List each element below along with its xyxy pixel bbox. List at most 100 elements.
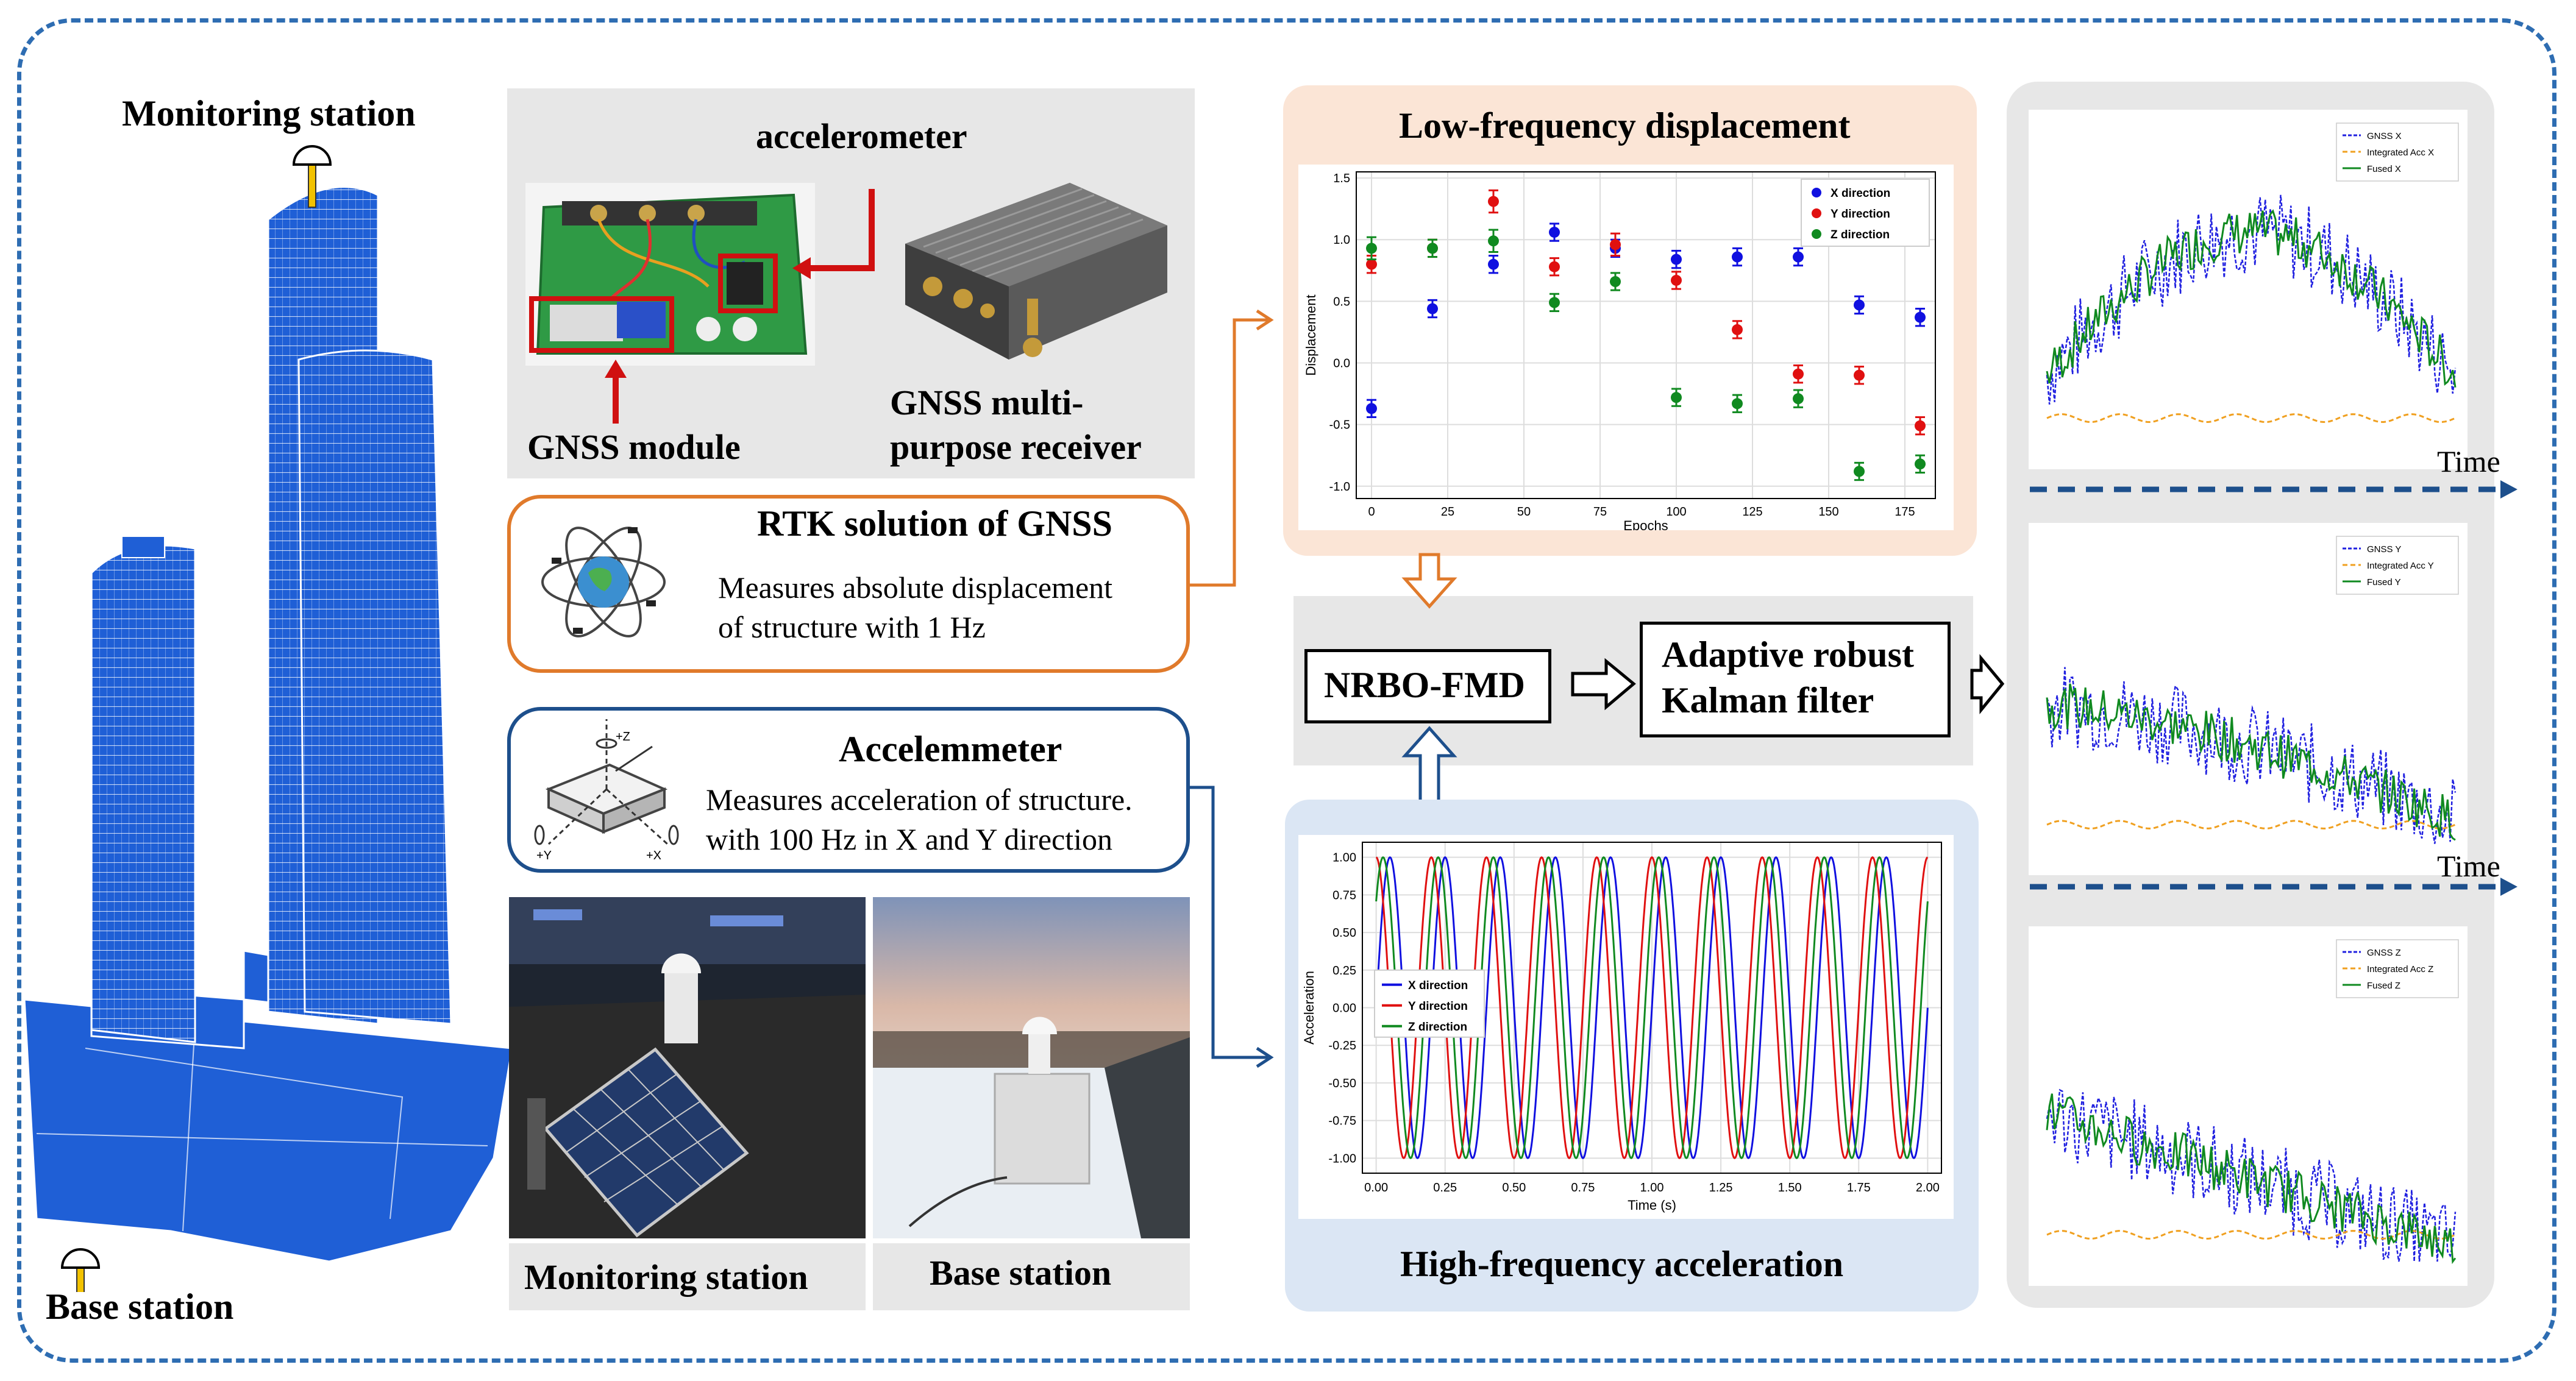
accelerometer-title: Accelemmeter [839,729,1062,769]
x-tick-label: 0.00 [1364,1181,1388,1195]
fused-x-plot-svg: GNSS X Integrated Acc X Fused X [2046,122,2459,424]
y-tick-label: -0.25 [1328,1039,1356,1053]
base-station-label: Base station [46,1287,234,1327]
plot-frame [1362,842,1942,1174]
legend-box [1801,179,1930,247]
y-tick-label: -0.75 [1328,1115,1356,1128]
y-tick-label: 0.50 [1332,926,1356,940]
data-point [1793,368,1804,380]
red-arrows [605,189,875,424]
data-point [1915,420,1926,431]
legend-entry: GNSS X [2367,131,2402,141]
data-point [1671,274,1682,286]
legend-entry: Y direction [1408,1000,1468,1013]
x-tick-label: 0.75 [1571,1181,1595,1195]
monitoring-station-photo [509,897,866,1238]
data-point [1732,398,1743,410]
x-axis-label: Time (s) [1628,1198,1676,1213]
legend-entry: X direction [1831,187,1890,200]
legend-entry: Integrated Acc Z [2367,964,2433,975]
x-axis-label: Epochs [1623,518,1668,530]
legend-entry: X direction [1408,979,1468,992]
data-point [1854,369,1865,381]
data-point [1915,458,1926,470]
kalman-filter-box [1640,622,1951,737]
time-label-1: Time [2437,444,2500,478]
data-point [1366,258,1377,270]
data-point [1488,196,1499,207]
axis-y-label: +Y [536,849,552,862]
fused-line [2046,1093,2457,1265]
legend-box [2336,536,2459,595]
axis-x-label: +X [646,849,661,862]
legend-marker [1812,229,1821,239]
data-point [1366,243,1377,254]
series-line [1375,856,1929,1160]
legend-entry: Fused X [2367,164,2401,174]
fused-x-plot: GNSS X Integrated Acc X Fused X [2029,110,2467,469]
gnss-module-label: GNSS module [527,427,741,467]
series-line [1375,856,1929,1160]
building-illustration [12,73,524,1311]
x-tick-label: 25 [1441,505,1454,519]
data-point [1610,239,1621,250]
data-point [1854,299,1865,311]
accelerometer-label: accelerometer [756,116,967,156]
rtk-desc-line1: Measures absolute displacement [718,570,1113,605]
skyscraper-icon [23,145,513,1311]
legend-entry: Fused Y [2367,577,2401,588]
data-point [1732,324,1743,335]
x-tick-label: 75 [1593,505,1607,519]
x-tick-label: 150 [1818,505,1838,519]
integrated-acc-line [2046,1230,2456,1240]
legend-entry: Fused Z [2367,981,2400,991]
axis-z-label: +Z [616,730,630,744]
data-point [1549,297,1560,308]
accelerometer-desc-line2: with 100 Hz in X and Y direction [706,822,1112,856]
gnss-line [2046,1088,2457,1262]
gnss-receiver-image [887,171,1173,372]
y-tick-label: 0.75 [1332,889,1356,902]
x-tick-label: 1.50 [1778,1181,1802,1195]
base-station-photo [873,897,1190,1238]
x-tick-label: 1.75 [1847,1181,1871,1195]
x-tick-label: 1.00 [1640,1181,1664,1195]
rtk-title: RTK solution of GNSS [757,503,1113,544]
x-tick-label: 0 [1368,505,1375,519]
y-tick-label: 1.00 [1332,851,1356,865]
data-point [1427,303,1438,314]
data-point [1549,261,1560,272]
y-tick-label: 0.00 [1332,1002,1356,1015]
gnss-line [2046,194,2457,405]
monitoring-photo-caption: Monitoring station [524,1257,808,1297]
kalman-label-line1: Adaptive robust [1662,634,1914,675]
data-point [1793,251,1804,263]
legend-entry: Integrated Acc Y [2367,561,2434,571]
legend-box [2336,122,2459,182]
data-point [1488,235,1499,247]
legend-entry: Z direction [1408,1021,1467,1034]
y-tick-label: -1.0 [1329,480,1350,494]
outer-dashed-frame [17,18,2556,1363]
legend-marker [1812,208,1821,218]
series-line [1375,856,1929,1160]
kalman-label-line2: Kalman filter [1662,680,1874,720]
data-point [1427,243,1438,254]
high-frequency-title: High-frequency acceleration [1400,1244,1844,1284]
monitoring-station-label: Monitoring station [122,93,416,133]
legend-entry: Integrated Acc X [2367,147,2434,158]
data-point [1549,227,1560,238]
y-tick-label: -0.50 [1328,1077,1356,1090]
legend-box [2336,939,2459,998]
process-arrows [1401,553,2005,806]
data-point [1366,403,1377,414]
accelerometer-desc-line1: Measures acceleration of structure. [706,783,1133,817]
x-tick-label: 0.50 [1502,1181,1526,1195]
